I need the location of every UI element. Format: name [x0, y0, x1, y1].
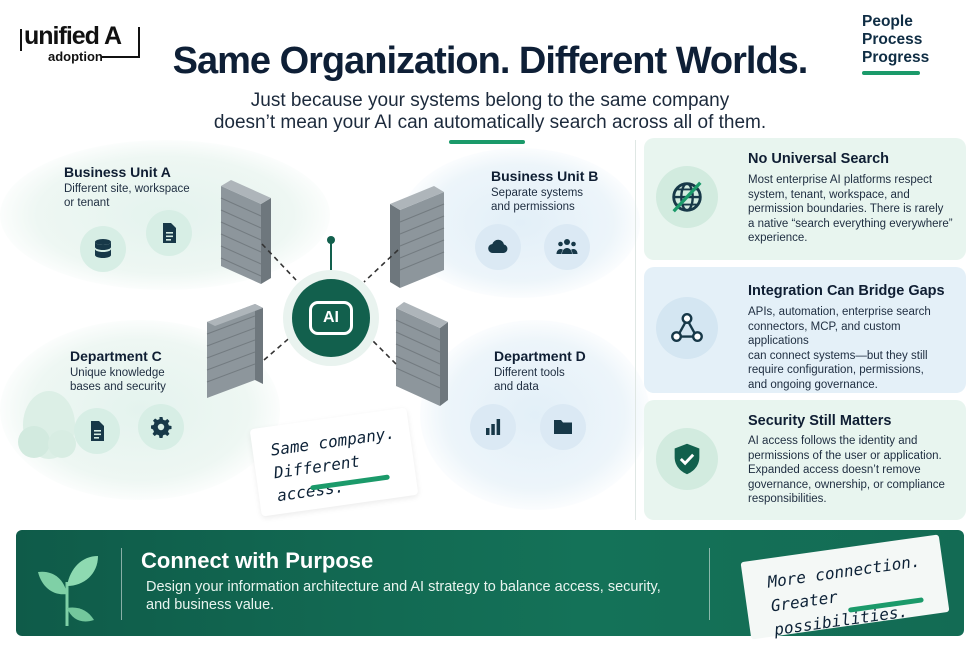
tagline-process: Process: [862, 31, 923, 48]
card-line: can connect systems—but they still: [748, 349, 928, 362]
tagline: People Process Progress: [862, 13, 942, 75]
card-line: permission boundaries. There is rarely: [748, 203, 944, 216]
unit-a-desc-line1: Different site, workspace: [64, 183, 190, 195]
tagline-underline: [862, 71, 920, 75]
card-line: AI access follows the identity and: [748, 435, 918, 447]
dept-c-title: Department C: [70, 348, 162, 364]
card-title: Security Still Matters: [748, 413, 892, 429]
database-icon: [80, 226, 126, 272]
folder-icon: [540, 404, 586, 450]
unit-a-desc: Different site, workspace or tenant: [64, 182, 190, 210]
dept-d-title: Department D: [494, 348, 586, 364]
logo-bar: [20, 29, 22, 51]
card-line: Expanded access doesn’t remove: [748, 464, 921, 477]
unit-b-desc-line1: Separate systems: [491, 187, 584, 199]
card-title: Integration Can Bridge Gaps: [748, 283, 945, 299]
shield-check-icon: [656, 428, 718, 490]
tagline-people: People: [862, 13, 913, 30]
logo-bar: [102, 56, 140, 58]
users-icon: [544, 224, 590, 270]
bar-chart-icon: [470, 404, 516, 450]
banner-divider: [121, 548, 122, 620]
dept-d-desc-line2: and data: [494, 381, 539, 393]
brick-wall: [395, 302, 448, 406]
card-line: Most enterprise AI platforms respect: [748, 174, 933, 186]
connector-lines: [261, 243, 399, 365]
card-line: connectors, MCP, and custom applications: [748, 320, 901, 348]
unit-a-desc-line2: or tenant: [64, 197, 110, 209]
card-body: AI access follows the identity and permi…: [748, 434, 963, 507]
brick-wall: [220, 180, 271, 284]
card-body: Most enterprise AI platforms respect sys…: [748, 173, 963, 246]
title-underline: [449, 140, 525, 144]
brick-wall: [390, 186, 445, 288]
banner-body: Design your information architecture and…: [146, 579, 661, 613]
page-subtitle: Just because your systems belong to the …: [0, 90, 980, 134]
unit-a-title: Business Unit A: [64, 164, 171, 180]
card-title: No Universal Search: [748, 151, 890, 167]
document-icon: [146, 210, 192, 256]
ai-label: AI: [323, 309, 339, 326]
dept-c-desc-line2: bases and security: [70, 381, 166, 393]
card-security: Security Still Matters AI access follows…: [644, 400, 966, 520]
card-line: and ongoing governance.: [748, 378, 878, 391]
sprout-icon: [38, 556, 98, 626]
card-line: experience.: [748, 232, 808, 245]
section-divider: [635, 140, 636, 520]
unit-b-desc: Separate systems and permissions: [491, 186, 583, 214]
logo-bar: [138, 27, 140, 57]
card-no-universal-search: No Universal Search Most enterprise AI p…: [644, 138, 966, 260]
card-line: APIs, automation, enterprise search: [748, 306, 931, 318]
unit-b-desc-line2: and permissions: [491, 201, 575, 213]
brand-logo: unified A adoption: [20, 22, 150, 66]
antenna-icon: [327, 236, 335, 270]
card-line: a native “search everything everywhere”: [748, 217, 953, 230]
card-line: governance, ownership, or compliance: [748, 478, 945, 491]
logo-line1: unified A: [24, 22, 122, 50]
brick-wall: [206, 304, 263, 398]
card-line: require configuration, permissions,: [748, 364, 924, 377]
dept-d-blob: [420, 320, 650, 510]
gear-icon: [138, 404, 184, 450]
dept-d-desc: Different tools and data: [494, 366, 565, 394]
subtitle-line2: doesn’t mean your AI can automatically s…: [213, 112, 767, 133]
banner-title: Connect with Purpose: [141, 548, 374, 573]
note-center-text: Same company. Different access.: [269, 419, 417, 507]
globe-crossed-icon: [656, 166, 718, 228]
unit-b-title: Business Unit B: [491, 168, 599, 184]
robot-icon: AI: [309, 301, 353, 335]
banner-divider: [709, 548, 710, 620]
card-line: system, tenant, workspace, and: [748, 188, 910, 201]
subtitle-line1: Just because your systems belong to the …: [250, 90, 730, 111]
dept-d-desc-line1: Different tools: [494, 367, 565, 379]
card-line: responsibilities.: [748, 493, 827, 506]
ai-hub: AI: [283, 270, 379, 366]
ai-hub-core: AI: [292, 279, 370, 357]
page-title: Same Organization. Different Worlds.: [172, 40, 809, 82]
tagline-progress: Progress: [862, 49, 930, 66]
card-body: APIs, automation, enterprise search conn…: [748, 305, 963, 393]
cloud-icon: [475, 224, 521, 270]
network-icon: [656, 297, 718, 359]
dept-c-desc: Unique knowledge bases and security: [70, 366, 166, 394]
logo-line2: adoption: [48, 49, 103, 64]
document-icon: [74, 408, 120, 454]
card-line: permissions of the user or application.: [748, 449, 942, 462]
tree-illustration: [18, 391, 76, 459]
dept-c-desc-line1: Unique knowledge: [70, 367, 165, 379]
card-integration: Integration Can Bridge Gaps APIs, automa…: [644, 267, 966, 393]
